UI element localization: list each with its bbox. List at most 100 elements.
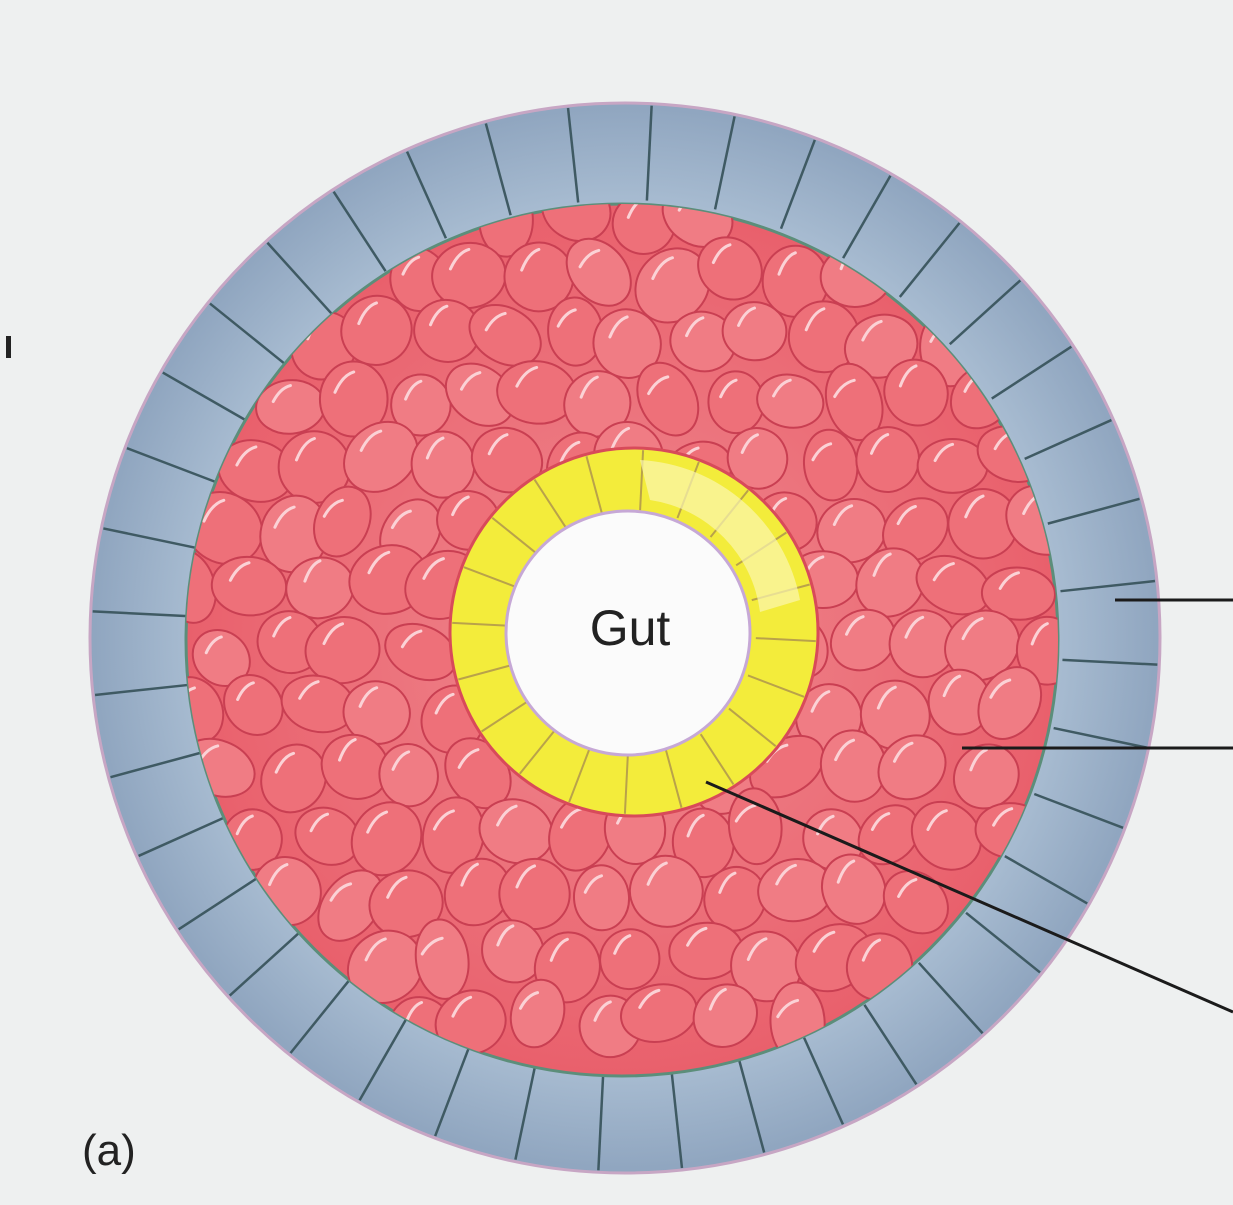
mesoderm-cell-highlight xyxy=(520,247,541,272)
endoderm-cell-divider xyxy=(664,749,683,808)
mesoderm-cell-highlight xyxy=(448,247,471,271)
mesoderm-cell-highlight xyxy=(559,440,581,463)
ectoderm-cell-divider xyxy=(1053,726,1147,749)
mesoderm-cell-highlight xyxy=(366,810,389,834)
mesoderm-cell xyxy=(368,869,444,939)
mesoderm-cell xyxy=(756,373,825,429)
mesoderm-cell-highlight xyxy=(202,498,226,523)
ectoderm-cell-divider xyxy=(1062,658,1158,666)
ectoderm-cell-divider xyxy=(713,116,736,210)
mesoderm-cell-highlight xyxy=(186,686,196,706)
mesoderm-cell-highlight xyxy=(872,552,892,577)
mesoderm-cell-highlight xyxy=(804,307,826,332)
mesoderm-cell-highlight xyxy=(298,680,320,700)
mesoderm-cell-highlight xyxy=(303,559,322,583)
mesoderm-cell-highlight xyxy=(228,561,251,582)
mesoderm-cell-highlight xyxy=(451,995,473,1018)
mesoderm-cell-highlight xyxy=(294,437,316,462)
mesoderm-cell xyxy=(697,236,763,301)
endoderm-cell-divider xyxy=(491,517,540,557)
mesoderm-cell-highlight xyxy=(515,365,539,388)
mesoderm-cell xyxy=(821,853,887,925)
mesoderm-cell-highlight xyxy=(459,371,482,391)
mesoderm-cell-highlight xyxy=(273,505,296,529)
ectoderm-cell-divider xyxy=(358,1017,408,1101)
endoderm-cell-divider xyxy=(463,566,521,590)
mesoderm-cell-highlight xyxy=(969,748,988,772)
mesoderm-cell xyxy=(498,857,571,931)
mesoderm-cell-highlight xyxy=(579,375,599,399)
mesoderm-cell-highlight xyxy=(515,864,537,889)
mesoderm-cell xyxy=(340,294,413,366)
mesoderm-cell-highlight xyxy=(897,878,918,898)
endoderm-cell-divider xyxy=(519,726,559,775)
mesoderm-cell xyxy=(628,854,704,928)
ectoderm-cell-dividers xyxy=(92,105,1158,1171)
mesoderm-cell-highlight xyxy=(686,813,705,838)
mesoderm-cell-highlight xyxy=(333,370,356,394)
ectoderm-cell-divider xyxy=(1047,497,1140,525)
mesoderm-cell-highlight xyxy=(892,741,914,763)
mesoderm-cell xyxy=(816,498,887,564)
mesoderm-cell-highlight xyxy=(626,204,646,219)
ectoderm-cell-divider xyxy=(645,105,653,201)
ectoderm-cell-divider xyxy=(177,876,259,931)
mesoderm-cell-highlight xyxy=(578,248,601,269)
endoderm-cell-divider xyxy=(755,637,816,643)
ectoderm-cell-divider xyxy=(566,107,580,203)
mesoderm-cell-highlight xyxy=(651,256,674,281)
mesoderm-cell-highlight xyxy=(556,308,577,328)
endoderm-cell-divider xyxy=(747,674,805,698)
ectoderm-cell-divider xyxy=(597,1075,605,1171)
ectoderm-cell-divider xyxy=(289,978,352,1054)
mesoderm-cell xyxy=(443,857,511,927)
ectoderm-cell-divider xyxy=(1004,855,1088,905)
ectoderm-cell-divider xyxy=(332,190,387,272)
endoderm-cell-divider xyxy=(728,707,777,747)
mesoderm-cell-highlight xyxy=(422,557,445,580)
mesoderm-cell-highlight xyxy=(400,629,423,649)
endoderm-highlight xyxy=(640,460,800,612)
mesoderm-cell-highlight xyxy=(367,550,391,575)
mesoderm-cell xyxy=(260,743,327,814)
mesoderm-cell xyxy=(952,743,1020,810)
mesoderm-cell-highlight xyxy=(904,615,925,639)
mesoderm-cell-highlight xyxy=(235,814,254,836)
endoderm-cell-divider xyxy=(458,662,517,681)
panel-label: (a) xyxy=(82,1126,136,1175)
ectoderm-cell-divider xyxy=(738,1060,766,1153)
ectoderm-cell-divider xyxy=(110,751,203,779)
mesoderm-cell xyxy=(481,919,545,984)
mesoderm-cell-highlight xyxy=(425,436,445,460)
mesoderm-cell xyxy=(883,358,949,427)
ectoderm-cell-divider xyxy=(1024,418,1112,461)
ectoderm-cell-divider xyxy=(94,683,190,697)
mesoderm-cell xyxy=(726,427,789,490)
mesoderm-cell-highlight xyxy=(322,622,345,646)
mesoderm-cell-highlight xyxy=(583,874,604,894)
ectoderm-cell-divider xyxy=(405,151,448,239)
mesoderm-cell-highlight xyxy=(268,863,289,887)
mesoderm-cell-highlight xyxy=(772,378,792,398)
mesoderm-cell xyxy=(727,787,783,866)
mesoderm-cell-highlight xyxy=(836,859,856,884)
ectoderm-cell-divider xyxy=(802,1037,845,1125)
mesoderm-cell-highlight xyxy=(404,379,423,401)
mesoderm-cell-highlight xyxy=(869,433,890,455)
ectoderm-cell-divider xyxy=(103,527,197,550)
mesoderm-cell-highlight xyxy=(896,505,917,526)
mesoderm-cell-highlight xyxy=(834,738,856,762)
ectoderm-cell-divider xyxy=(228,930,302,997)
endoderm-cell-divider xyxy=(533,479,569,531)
endoderm-cell-divider xyxy=(623,753,629,814)
mesoderm-cell-highlight xyxy=(845,615,865,636)
mesoderm-cell-highlight xyxy=(685,316,705,338)
mesoderm-cell-highlight xyxy=(961,617,984,641)
ectoderm-cell-divider xyxy=(670,1073,684,1169)
mesoderm-cell-highlight xyxy=(274,751,296,774)
mesoderm-cell-highlight xyxy=(390,509,412,530)
mesoderm-cell-highlight xyxy=(386,875,408,899)
mesoderm-cell-highlight xyxy=(638,988,661,1009)
mesoderm-cell xyxy=(318,360,389,438)
